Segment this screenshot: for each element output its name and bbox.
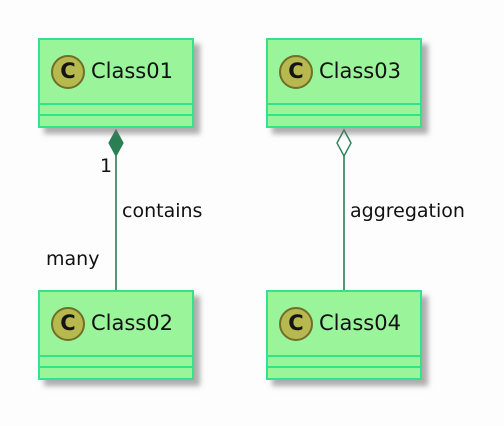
class-name: Class01 bbox=[91, 59, 173, 83]
methods-divider bbox=[268, 114, 420, 116]
class-stereotype-icon: C bbox=[279, 54, 313, 89]
class-name: Class03 bbox=[319, 59, 401, 83]
aggregation-diamond-icon bbox=[336, 128, 352, 158]
methods-divider bbox=[40, 114, 192, 116]
class-box-class02[interactable]: C Class02 bbox=[38, 290, 194, 380]
class-name: Class02 bbox=[91, 311, 173, 335]
multiplicity-many-label: many bbox=[46, 248, 100, 270]
attributes-divider bbox=[40, 355, 192, 357]
relation-label-aggregation: aggregation bbox=[350, 200, 465, 222]
class-stereotype-icon: C bbox=[51, 54, 85, 89]
methods-divider bbox=[268, 366, 420, 368]
attributes-divider bbox=[40, 103, 192, 105]
attributes-divider bbox=[268, 355, 420, 357]
class-header: C Class01 bbox=[40, 40, 192, 103]
class-box-class04[interactable]: C Class04 bbox=[266, 290, 422, 380]
relation-label-contains: contains bbox=[122, 200, 203, 222]
multiplicity-one-label: 1 bbox=[100, 155, 113, 177]
class-header: C Class03 bbox=[268, 40, 420, 103]
class-stereotype-icon: C bbox=[51, 306, 85, 341]
composition-diamond-icon bbox=[108, 128, 124, 158]
class-box-class01[interactable]: C Class01 bbox=[38, 38, 194, 128]
class-header: C Class02 bbox=[40, 292, 192, 355]
methods-divider bbox=[40, 366, 192, 368]
class-header: C Class04 bbox=[268, 292, 420, 355]
class-name: Class04 bbox=[319, 311, 401, 335]
attributes-divider bbox=[268, 103, 420, 105]
class-box-class03[interactable]: C Class03 bbox=[266, 38, 422, 128]
class-stereotype-icon: C bbox=[279, 306, 313, 341]
